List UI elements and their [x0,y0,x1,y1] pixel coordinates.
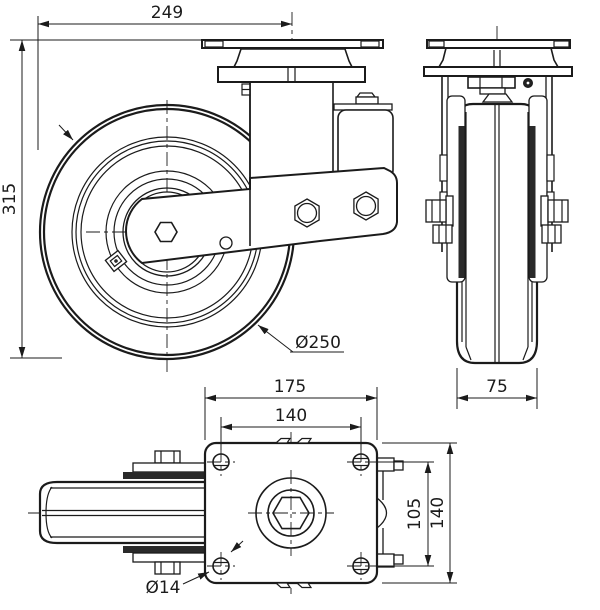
fork-leg [125,166,398,265]
tread-leader-arrow [58,124,74,141]
axle-bolt-right [540,195,569,244]
dim-front-width: 249 [37,3,292,150]
axle-plan-top [123,450,211,479]
leg-rivet-hole [219,236,233,250]
bolt-hole-bottom-right [347,552,375,580]
dim-text-140v: 140 [428,497,448,529]
spring-cover [333,92,394,179]
dim-text-250: Ø250 [295,333,341,353]
grease-nipple [241,83,251,96]
plate-edge-notches [274,437,313,589]
dim-plate-width: 175 [204,377,378,440]
wheel-side [455,102,539,365]
dim-text-14: Ø14 [145,578,180,598]
kingpin-nut [467,76,516,103]
hub-grease-fitting [104,249,128,273]
fork-leg-side-left [439,76,466,283]
dim-text-105: 105 [405,498,425,530]
dim-wheel-width: 75 [456,368,538,409]
kingpin-boss-plan [248,470,334,556]
front-mounting-plate [201,39,384,83]
dim-text-140h: 140 [275,406,307,426]
axle-bolt-left [425,195,454,244]
side-mounting-plate [423,39,573,77]
wheel-plan [38,480,212,545]
bottom-plan-view: 175 140 105 140 Ø14 [28,377,457,598]
grease-fitting-side [523,78,533,88]
bolt-hole-bottom-left [207,552,235,580]
bracket-nut-right [353,191,379,221]
swivel-housing [249,81,334,182]
dim-plate-depth: 140 [382,442,457,584]
dim-front-height: 315 [0,39,203,359]
front-view: 249 315 Ø250 [0,3,398,372]
bolt-holes [207,448,375,580]
top-plate [201,39,384,49]
bolt-hole-top-left [207,448,235,476]
dim-text-75: 75 [486,377,508,397]
bolt-hole-top-right [347,448,375,476]
side-view: 75 [423,26,573,409]
dim-bolt-spacing-vertical: 105 [370,461,434,567]
dim-wheel-diameter: Ø250 [257,324,344,353]
dim-bolt-spacing-horizontal: 140 [220,406,362,450]
dim-text-249: 249 [151,3,183,23]
swivel-raceway [232,48,354,68]
dim-bolt-hole-diameter: Ø14 [145,540,244,598]
axle-hex-nut [154,221,178,243]
dim-text-175: 175 [274,377,306,397]
swivel-flange [217,66,366,83]
fork-leg-side-right [528,76,555,283]
dim-text-315: 315 [0,183,20,215]
bracket-nut-left [294,198,320,228]
axle-plan-bottom [123,546,211,575]
